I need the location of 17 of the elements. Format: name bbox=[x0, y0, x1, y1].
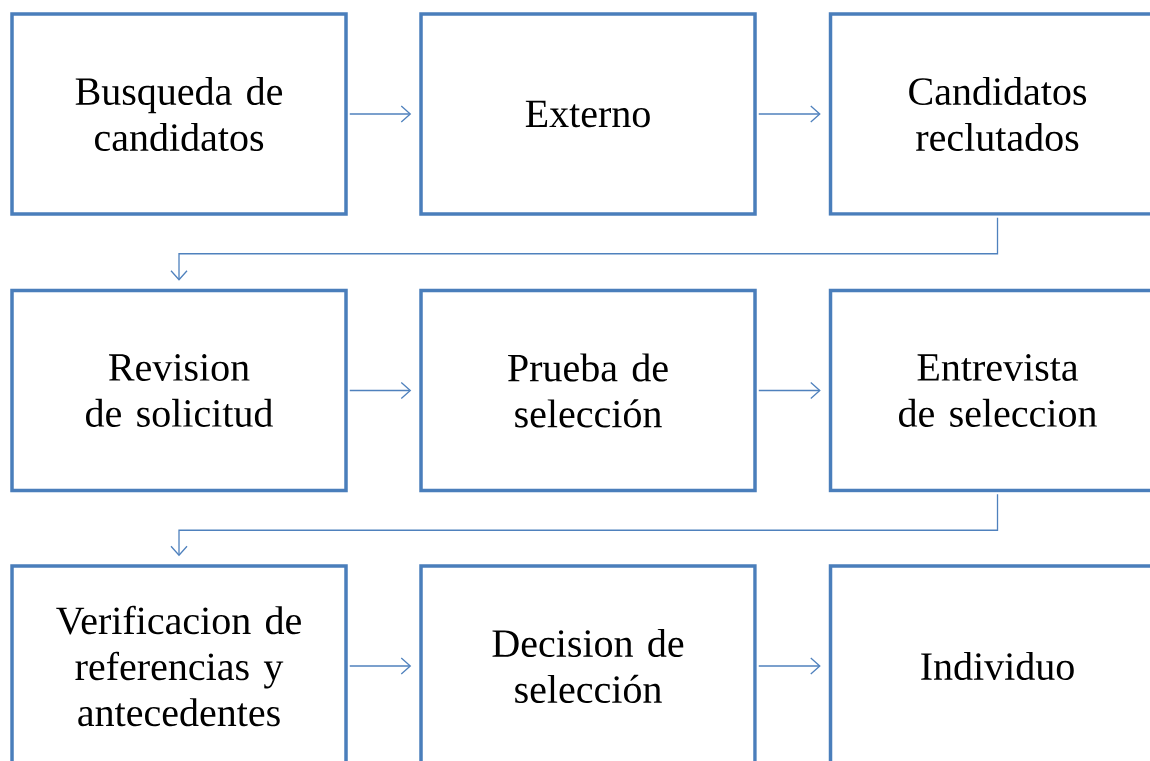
arrow bbox=[758, 105, 821, 123]
process-box: Individuo bbox=[828, 564, 1150, 761]
arrow bbox=[758, 657, 821, 675]
process-box: Revision de solicitud bbox=[10, 288, 348, 493]
process-box: Prueba de selección bbox=[419, 288, 757, 493]
process-box: Externo bbox=[419, 12, 757, 216]
arrow bbox=[170, 493, 999, 557]
process-box: Busqueda de candidatos bbox=[10, 12, 348, 216]
process-box: Verificacion de referencias y antecedentes bbox=[10, 564, 348, 761]
process-box: Entrevista de seleccion bbox=[828, 288, 1150, 493]
process-box: Candidatos reclutados bbox=[828, 12, 1150, 216]
arrow bbox=[349, 381, 412, 400]
process-box: Decision de selección bbox=[419, 564, 757, 761]
arrow bbox=[170, 217, 999, 281]
arrow bbox=[758, 381, 821, 400]
arrow bbox=[349, 657, 412, 675]
arrow bbox=[349, 105, 412, 123]
